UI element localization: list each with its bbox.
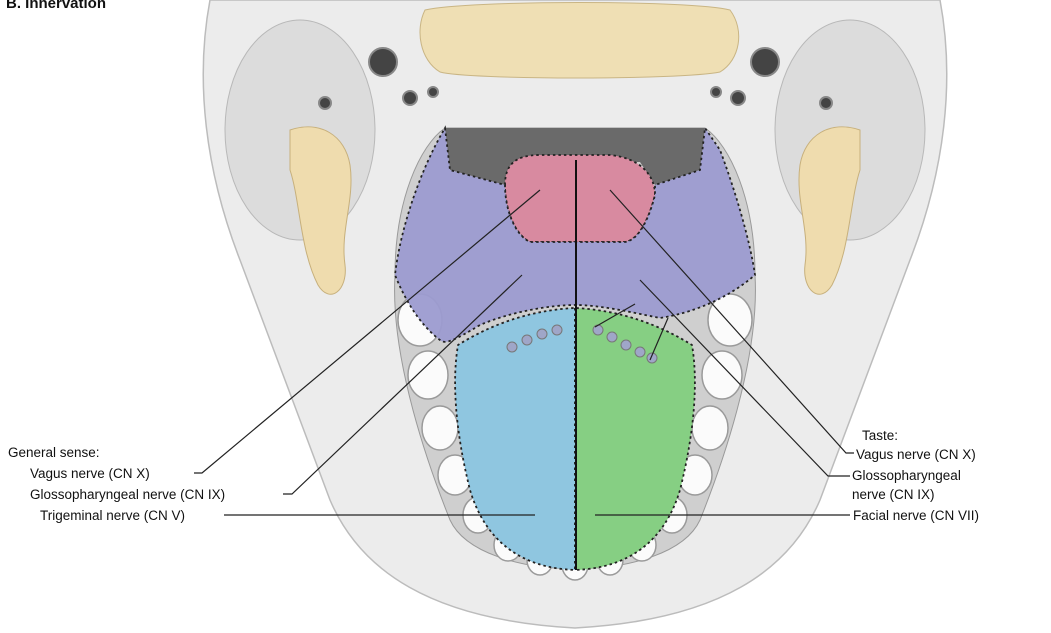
label-taste-header: Taste:: [862, 428, 898, 443]
vertebra-bone: [420, 3, 739, 79]
label-taste-facial: Facial nerve (CN VII): [853, 508, 979, 523]
label-taste-glossopharyngeal-2: nerve (CN IX): [852, 487, 935, 502]
label-taste-vagus: Vagus nerve (CN X): [856, 447, 976, 462]
label-general-vagus: Vagus nerve (CN X): [30, 466, 150, 481]
vagus-taste-region: [505, 155, 655, 242]
label-general-glossopharyngeal: Glossopharyngeal nerve (CN IX): [30, 487, 225, 502]
label-general-sense-header: General sense:: [8, 445, 100, 460]
label-taste-glossopharyngeal-1: Glossopharyngeal: [852, 468, 961, 483]
label-general-trigeminal: Trigeminal nerve (CN V): [40, 508, 185, 523]
